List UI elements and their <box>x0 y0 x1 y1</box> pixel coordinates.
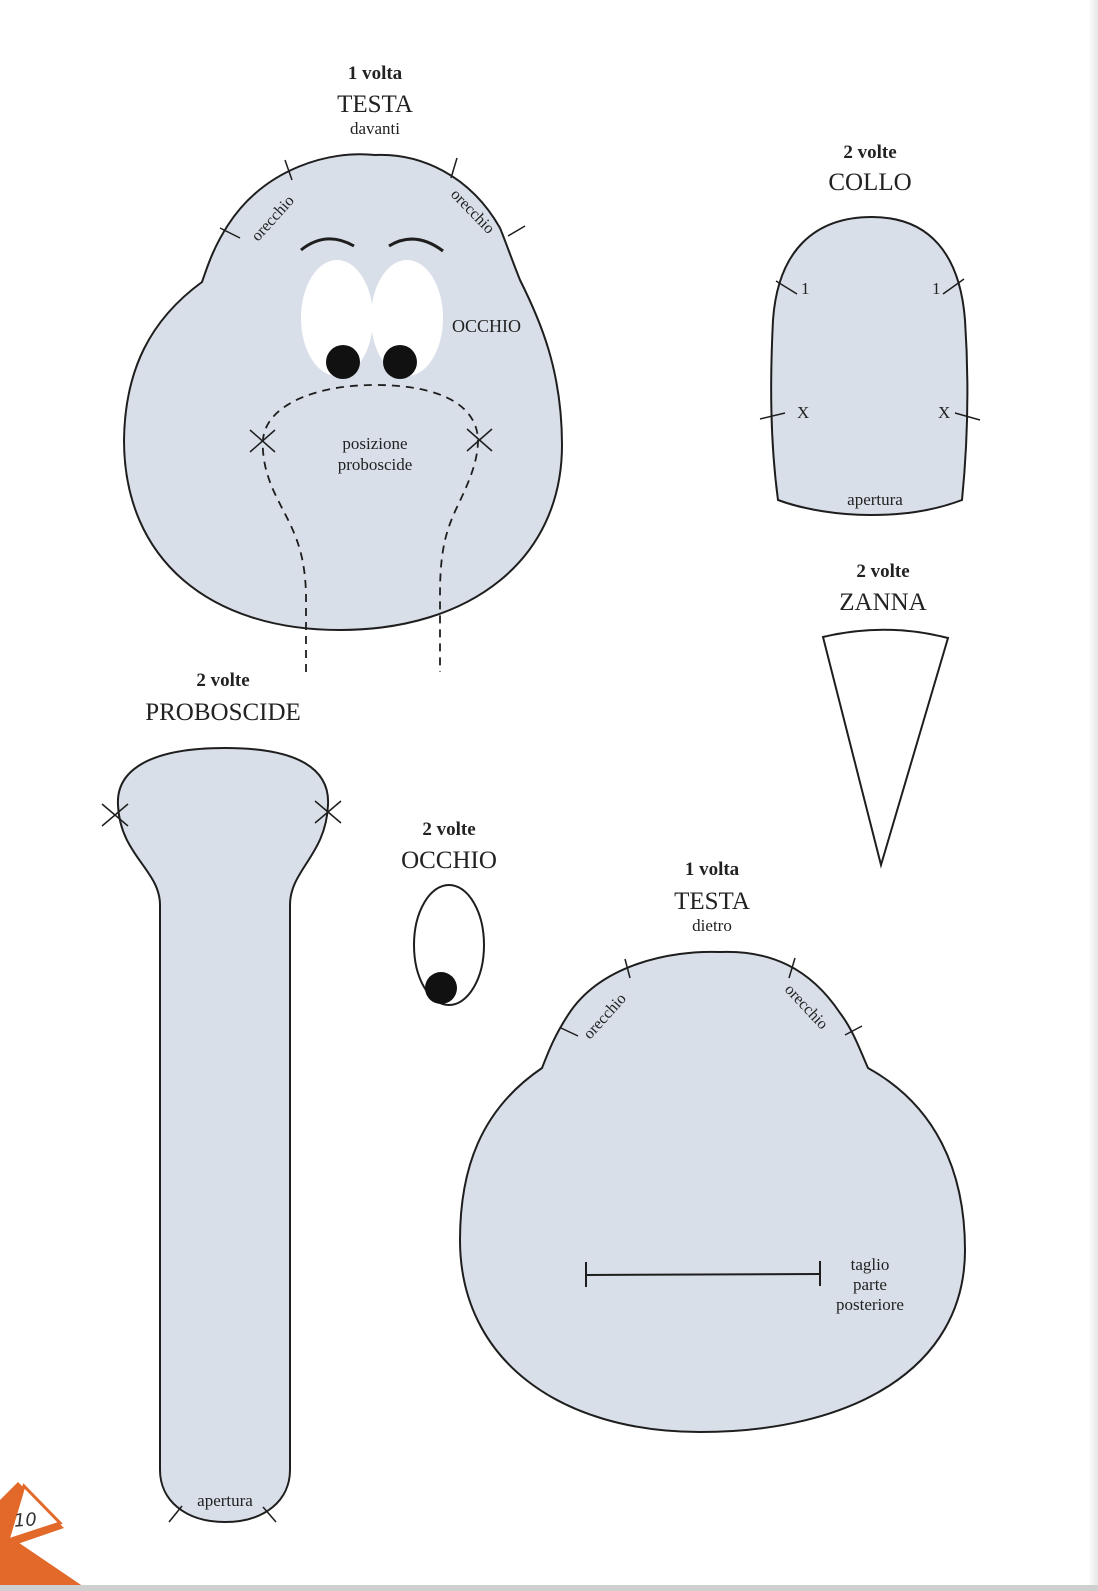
trunk-title: PROBOSCIDE <box>145 699 301 726</box>
notch-icon <box>759 412 786 420</box>
trunk-opening-label: apertura <box>197 1491 253 1510</box>
ear-notch-icon <box>624 958 631 979</box>
ear-notch-icon <box>844 1025 863 1036</box>
orange-corner-icon <box>0 1530 90 1591</box>
pupil-icon <box>326 345 360 379</box>
eye-position-label: OCCHIO <box>452 316 522 336</box>
neck-mark-x-left: X <box>797 403 810 422</box>
notch-icon <box>262 1506 277 1523</box>
notch-icon <box>168 1505 183 1523</box>
ear-notch-icon <box>284 159 293 181</box>
trunk-position-label-2: proboscide <box>337 455 413 474</box>
neck-mark-1-left: 1 <box>801 279 810 298</box>
eyebrow-icon <box>300 237 355 252</box>
trunk-piece <box>101 746 342 1524</box>
cut-note-2: parte <box>853 1275 887 1294</box>
eye-title: OCCHIO <box>401 847 497 874</box>
ear-notch-icon <box>507 225 526 237</box>
head-back-subtitle: dietro <box>692 916 732 935</box>
eye-white-icon <box>371 260 443 376</box>
tusk-title: ZANNA <box>839 589 927 616</box>
page-number: 10 <box>13 1509 38 1532</box>
trunk-position-label-1: posizione <box>342 434 408 453</box>
notch-icon <box>942 278 965 295</box>
x-mark-icon <box>314 800 342 824</box>
cut-line <box>585 1273 821 1276</box>
cut-note-3: posteriore <box>836 1295 904 1314</box>
eye-piece <box>413 884 485 1006</box>
notch-icon <box>954 412 981 421</box>
x-mark-icon <box>466 428 493 452</box>
ear-notch-icon <box>450 157 458 179</box>
neck-title: COLLO <box>828 169 912 196</box>
ear-notch-icon <box>560 1027 579 1037</box>
head-front-piece: orecchio orecchio <box>122 153 564 672</box>
neck-outline <box>770 215 969 517</box>
eye-white-icon <box>301 260 373 376</box>
ear-notch-icon <box>788 957 796 979</box>
tusk-piece <box>821 628 950 869</box>
eyebrow-icon <box>388 237 444 253</box>
neck-count: 2 volte <box>843 142 897 163</box>
neck-opening-label: apertura <box>847 490 903 509</box>
trunk-position-dashed-line <box>261 384 479 672</box>
trunk-outline <box>116 746 330 1524</box>
page-bottom-edge <box>0 1585 1098 1591</box>
trunk-count: 2 volte <box>196 670 250 691</box>
neck-mark-x-right: X <box>938 403 951 422</box>
head-front-subtitle: davanti <box>349 119 401 138</box>
ear-notch-icon <box>219 227 241 239</box>
head-back-title: TESTA <box>674 888 750 915</box>
pupil-icon <box>383 345 417 379</box>
head-front-count: 1 volta <box>347 63 403 84</box>
head-front-outline <box>122 153 564 632</box>
pupil-icon <box>425 972 457 1004</box>
eye-count: 2 volte <box>422 819 476 840</box>
neck-mark-1-right: 1 <box>932 279 941 298</box>
head-back-count: 1 volta <box>684 859 740 880</box>
head-front-title: TESTA <box>337 91 413 118</box>
page-number-badge <box>5 1483 63 1543</box>
tusk-outline <box>821 628 950 869</box>
x-mark-icon <box>249 429 276 453</box>
tusk-count: 2 volte <box>856 561 910 582</box>
head-back-outline <box>458 950 967 1434</box>
notch-icon <box>775 280 798 295</box>
cut-note-1: taglio <box>850 1255 890 1274</box>
neck-piece <box>759 215 981 517</box>
head-back-piece: orecchio orecchio <box>458 950 967 1434</box>
eye-outline <box>413 884 485 1006</box>
x-mark-icon <box>101 803 129 827</box>
page-corner-decoration <box>0 1482 90 1591</box>
page-edge-shadow <box>1088 0 1098 1591</box>
